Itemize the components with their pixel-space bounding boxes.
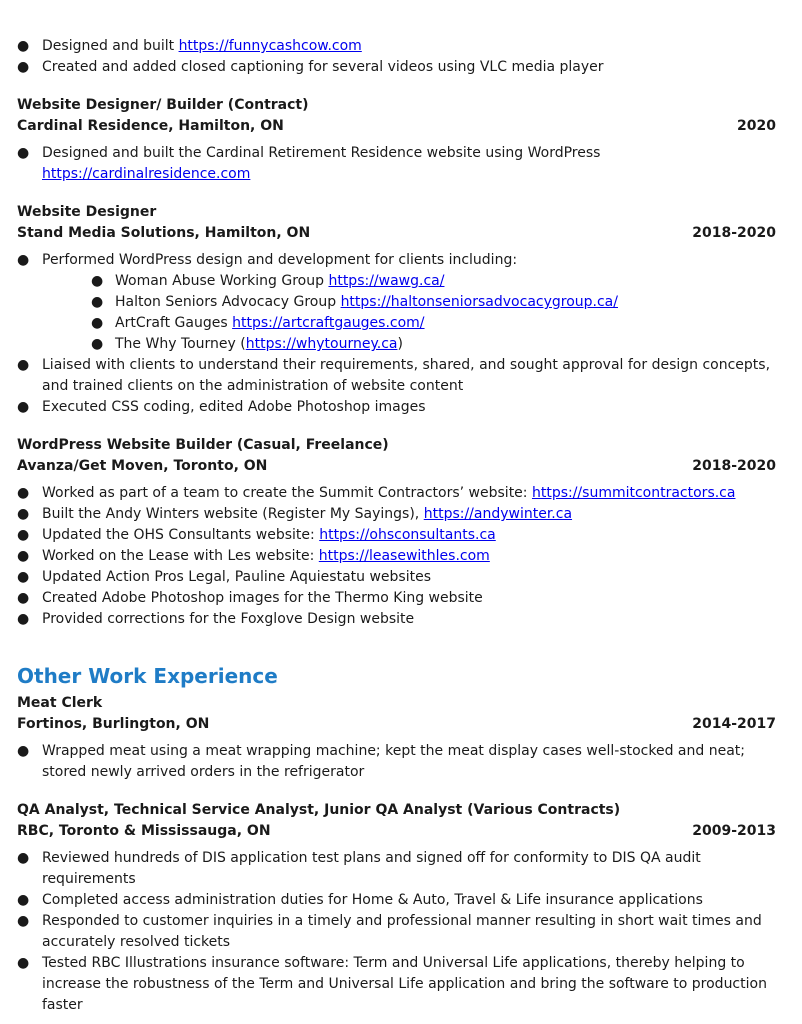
- list-item: Completed access administration duties f…: [17, 890, 776, 911]
- job-title: QA Analyst, Technical Service Analyst, J…: [17, 802, 621, 818]
- list-item: Executed CSS coding, edited Adobe Photos…: [17, 397, 776, 418]
- link[interactable]: https://ohsconsultants.ca: [319, 527, 496, 543]
- intro-list: Designed and built https://funnycashcow.…: [17, 36, 776, 78]
- list-item: Reviewed hundreds of DIS application tes…: [17, 848, 776, 890]
- job-title: WordPress Website Builder (Casual, Freel…: [17, 437, 389, 453]
- list-item: Updated the OHS Consultants website: htt…: [17, 525, 776, 546]
- list-item: Provided corrections for the Foxglove De…: [17, 609, 776, 630]
- job-org-row: Avanza/Get Moven, Toronto, ON 2018-2020: [17, 456, 776, 477]
- job-date: 2020: [737, 118, 776, 134]
- job-org: Avanza/Get Moven, Toronto, ON: [17, 458, 268, 474]
- job-title: Website Designer: [17, 204, 157, 220]
- job-title: Meat Clerk: [17, 695, 103, 711]
- link[interactable]: https://andywinter.ca: [423, 506, 573, 522]
- job-org: Cardinal Residence, Hamilton, ON: [17, 118, 284, 134]
- job-org-row: RBC, Toronto & Mississauga, ON 2009-2013: [17, 821, 776, 842]
- job-bullets: Reviewed hundreds of DIS application tes…: [17, 848, 776, 1016]
- job-fortinos: Meat Clerk Fortinos, Burlington, ON 2014…: [17, 693, 776, 783]
- job-cardinal-residence: Website Designer/ Builder (Contract) Car…: [17, 95, 776, 185]
- list-item: Designed and built https://funnycashcow.…: [17, 36, 776, 57]
- list-item: Created and added closed captioning for …: [17, 57, 776, 78]
- job-org: Stand Media Solutions, Hamilton, ON: [17, 225, 311, 241]
- list-item: Worked as part of a team to create the S…: [17, 483, 776, 504]
- job-date: 2009-2013: [692, 823, 776, 839]
- job-org-row: Cardinal Residence, Hamilton, ON 2020: [17, 116, 776, 137]
- client-list: Woman Abuse Working Group https://wawg.c…: [42, 271, 776, 355]
- link[interactable]: https://artcraftgauges.com/: [232, 315, 425, 331]
- list-item: Updated Action Pros Legal, Pauline Aquie…: [17, 567, 776, 588]
- list-item: Created Adobe Photoshop images for the T…: [17, 588, 776, 609]
- job-bullets: Performed WordPress design and developme…: [17, 250, 776, 418]
- list-item: The Why Tourney (https://whytourney.ca): [42, 334, 776, 355]
- list-item: Woman Abuse Working Group https://wawg.c…: [42, 271, 776, 292]
- list-item: Wrapped meat using a meat wrapping machi…: [17, 741, 776, 783]
- list-item: Halton Seniors Advocacy Group https://ha…: [42, 292, 776, 313]
- list-item: Performed WordPress design and developme…: [17, 250, 776, 355]
- link[interactable]: https://funnycashcow.com: [178, 38, 362, 54]
- job-org-row: Fortinos, Burlington, ON 2014-2017: [17, 714, 776, 735]
- job-date: 2014-2017: [692, 716, 776, 732]
- list-item: ArtCraft Gauges https://artcraftgauges.c…: [42, 313, 776, 334]
- job-title: Website Designer/ Builder (Contract): [17, 97, 309, 113]
- list-item: Tested RBC Illustrations insurance softw…: [17, 953, 776, 1016]
- job-org: RBC, Toronto & Mississauga, ON: [17, 823, 271, 839]
- job-date: 2018-2020: [692, 458, 776, 474]
- job-avanza: WordPress Website Builder (Casual, Freel…: [17, 435, 776, 630]
- list-item: Responded to customer inquiries in a tim…: [17, 911, 776, 953]
- job-org: Fortinos, Burlington, ON: [17, 716, 210, 732]
- link[interactable]: https://haltonseniorsadvocacygroup.ca/: [340, 294, 618, 310]
- link[interactable]: https://summitcontractors.ca: [531, 485, 736, 501]
- link[interactable]: https://wawg.ca/: [328, 273, 445, 289]
- job-bullets: Worked as part of a team to create the S…: [17, 483, 776, 630]
- job-bullets: Wrapped meat using a meat wrapping machi…: [17, 741, 776, 783]
- job-rbc: QA Analyst, Technical Service Analyst, J…: [17, 800, 776, 1016]
- job-org-row: Stand Media Solutions, Hamilton, ON 2018…: [17, 223, 776, 244]
- list-item: Designed and built the Cardinal Retireme…: [17, 143, 776, 185]
- list-item: Worked on the Lease with Les website: ht…: [17, 546, 776, 567]
- job-bullets: Designed and built the Cardinal Retireme…: [17, 143, 776, 185]
- list-item: Built the Andy Winters website (Register…: [17, 504, 776, 525]
- link[interactable]: https://leasewithles.com: [318, 548, 490, 564]
- section-heading: Other Work Experience: [17, 664, 278, 688]
- link[interactable]: https://whytourney.ca: [245, 336, 398, 352]
- job-date: 2018-2020: [692, 225, 776, 241]
- job-stand-media: Website Designer Stand Media Solutions, …: [17, 202, 776, 418]
- list-item: Liaised with clients to understand their…: [17, 355, 776, 397]
- link[interactable]: https://cardinalresidence.com: [42, 166, 251, 182]
